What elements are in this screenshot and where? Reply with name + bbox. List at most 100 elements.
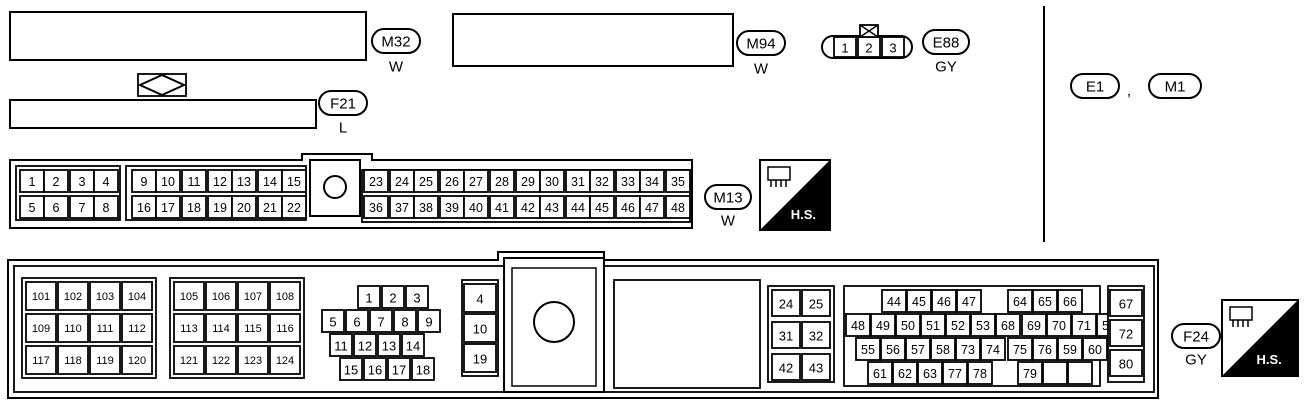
pin-box bbox=[205, 313, 237, 343]
pin-number: 66 bbox=[1063, 295, 1077, 309]
pin-box bbox=[25, 281, 57, 311]
pin-number: 4 bbox=[103, 175, 110, 189]
pin-number: 2 bbox=[389, 291, 396, 306]
pin-number: 5 bbox=[29, 201, 36, 215]
pin-cell: 50 bbox=[895, 313, 921, 337]
pin-number: 2 bbox=[53, 175, 60, 189]
pin-cell: 45 bbox=[906, 289, 932, 313]
pin-cell: 13 bbox=[231, 169, 257, 193]
pin-box bbox=[205, 345, 237, 375]
pin-number: 106 bbox=[212, 291, 230, 303]
pin-box bbox=[413, 195, 439, 219]
pin-cell: 107 bbox=[237, 281, 269, 311]
pin-box bbox=[539, 195, 565, 219]
pin-number: 50 bbox=[901, 319, 915, 333]
pin-number: 11 bbox=[188, 175, 201, 189]
pin-number: 3 bbox=[889, 41, 896, 56]
connector-tag: E1 bbox=[1070, 73, 1120, 99]
pin-box bbox=[665, 195, 691, 219]
pin-number: 64 bbox=[1013, 295, 1027, 309]
pin-number: 8 bbox=[103, 201, 110, 215]
pin-box bbox=[57, 313, 89, 343]
pin-cell: 20 bbox=[231, 195, 257, 219]
tag-oval bbox=[736, 30, 786, 56]
pin-box bbox=[269, 281, 301, 311]
pin-box bbox=[539, 169, 565, 193]
pin-box bbox=[237, 345, 269, 375]
pin-number: 59 bbox=[1063, 343, 1077, 357]
pin-cell: 31 bbox=[565, 169, 591, 193]
pin-box bbox=[1042, 361, 1068, 385]
pin-box bbox=[931, 289, 957, 313]
pin-box bbox=[43, 195, 69, 219]
pin-number: 101 bbox=[32, 291, 50, 303]
pin-number: 9 bbox=[141, 175, 148, 189]
pin-number: 10 bbox=[473, 322, 487, 337]
pin-box bbox=[363, 169, 389, 193]
tag-oval bbox=[1070, 73, 1120, 99]
pin-box bbox=[173, 345, 205, 375]
pin-box bbox=[665, 169, 691, 193]
pin-cell: 75 bbox=[1007, 337, 1033, 361]
pin-number: 103 bbox=[96, 291, 114, 303]
pin-number: 43 bbox=[809, 361, 823, 376]
pin-cell: 18 bbox=[411, 357, 435, 381]
pin-cell: 18 bbox=[181, 195, 207, 219]
pin-cell: 53 bbox=[970, 313, 996, 337]
pin-cell: 67 bbox=[1109, 289, 1143, 317]
pin-cell: 114 bbox=[205, 313, 237, 343]
pin-cell: 66 bbox=[1057, 289, 1083, 313]
pin-box bbox=[463, 343, 497, 373]
pin-number: 6 bbox=[53, 201, 60, 215]
pin-number: 41 bbox=[495, 201, 509, 215]
pin-number: 12 bbox=[213, 175, 227, 189]
pin-box bbox=[93, 195, 119, 219]
pin-cell: 19 bbox=[207, 195, 233, 219]
pin-number: 24 bbox=[779, 297, 793, 312]
pin-number: 47 bbox=[962, 295, 976, 309]
pin-box bbox=[639, 169, 665, 193]
pin-number: 57 bbox=[911, 343, 925, 357]
pin-number: 25 bbox=[809, 297, 823, 312]
pin-number: 30 bbox=[545, 175, 559, 189]
pin-box bbox=[463, 313, 497, 343]
pin-box bbox=[377, 333, 401, 357]
pin-number: 114 bbox=[212, 323, 230, 335]
wire-color: GY bbox=[1185, 352, 1207, 369]
center-post bbox=[309, 159, 361, 217]
connector-id: E88 bbox=[933, 35, 960, 52]
wire-color: L bbox=[339, 120, 347, 137]
pin-cell: 37 bbox=[389, 195, 415, 219]
pin-cell bbox=[1067, 361, 1093, 385]
pin-box bbox=[855, 337, 881, 361]
pin-number: 19 bbox=[213, 201, 227, 215]
pin-cell: 45 bbox=[589, 195, 615, 219]
pin-number: 71 bbox=[1077, 319, 1091, 333]
pin-cell: 46 bbox=[615, 195, 641, 219]
pin-cell: 5 bbox=[19, 195, 45, 219]
pin-number: 18 bbox=[187, 201, 201, 215]
pin-cell: 39 bbox=[439, 195, 465, 219]
pin-cell: 21 bbox=[257, 195, 283, 219]
pin-cell: 2 bbox=[857, 36, 881, 58]
pin-cell: 1 bbox=[19, 169, 45, 193]
pin-cell: 56 bbox=[880, 337, 906, 361]
pin-cell: 60 bbox=[1082, 337, 1108, 361]
pin-cell: 64 bbox=[1007, 289, 1033, 313]
pin-number: 14 bbox=[406, 339, 420, 354]
pin-number: 65 bbox=[1038, 295, 1052, 309]
hand-icon bbox=[1229, 306, 1253, 321]
hand-icon bbox=[767, 166, 791, 181]
pin-number: 52 bbox=[951, 319, 965, 333]
pin-box bbox=[1057, 289, 1083, 313]
pin-cell: 34 bbox=[639, 169, 665, 193]
pin-number: 67 bbox=[1119, 297, 1133, 312]
pin-number: 115 bbox=[244, 323, 262, 335]
pin-cell: 102 bbox=[57, 281, 89, 311]
pin-cell: 47 bbox=[956, 289, 982, 313]
pin-cell: 71 bbox=[1071, 313, 1097, 337]
pin-number: 69 bbox=[1027, 319, 1041, 333]
pin-number: 3 bbox=[413, 291, 420, 306]
pin-cell: 23 bbox=[363, 169, 389, 193]
pin-box bbox=[381, 285, 405, 309]
